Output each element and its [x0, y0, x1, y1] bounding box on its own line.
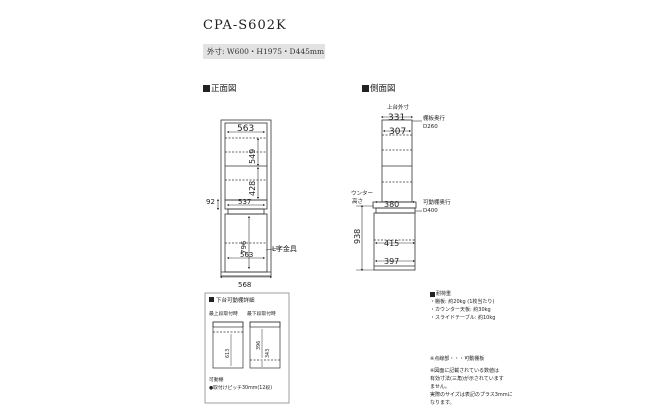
dim-side-938: 938	[353, 229, 362, 244]
movable-depth-value: D400	[423, 208, 438, 214]
movable-depth-label: 可動棚奥行	[423, 198, 451, 206]
dim-side-380: 380	[384, 200, 399, 209]
shelf-depth-label: 棚板奥行	[423, 114, 446, 122]
front-dimension-lines	[216, 130, 281, 279]
side-dimension-lines	[356, 115, 422, 272]
load-title: 耐荷重	[436, 291, 452, 297]
load-item-shelf: ・棚板: 約20kg (1枚当たり)	[430, 299, 495, 305]
shelf-depth-value: D260	[423, 124, 438, 130]
counter-label: ウンター	[351, 189, 373, 197]
dim-front-h428: 428	[248, 181, 257, 196]
dim-front-lower-width: 563	[240, 251, 253, 259]
detail-v343: 343	[265, 349, 271, 358]
outer-dimensions: 外寸: W600・H1975・D445mm	[203, 44, 325, 59]
detail-title: 下台可動棚詳細	[216, 296, 255, 304]
footnotes: ※点線部・・・可動棚板 ※図面に記載されている数値は 有効寸法(三角)が示されて…	[430, 355, 540, 407]
model-number: CPA-S602K	[203, 18, 287, 33]
dim-side-331: 331	[388, 113, 405, 123]
top-outer-label: 上台外寸	[387, 103, 410, 111]
slide-table	[227, 208, 265, 215]
footnote-line: 有効寸法(三角)が示されています	[430, 376, 504, 382]
detail-pitch-note: ●取付けピッチ30mm(12段)	[209, 384, 272, 391]
movable-shelf-detail-box: 下台可動棚詳細 最上段取付時 最下段取付時 613 396 343 可動棚 ●取…	[204, 292, 290, 404]
counter-height-label: 高さ	[352, 197, 363, 205]
footnote-line: 実際のサイズは表記のプラス3mmに	[430, 392, 513, 398]
footnote-line: なります。	[430, 400, 455, 406]
dim-side-415: 415	[384, 239, 399, 248]
side-lower-cabinet	[373, 212, 416, 271]
detail-col2-label: 最下段取付時	[247, 310, 276, 317]
load-item-slide-table: ・スライドテーブル: 約10kg	[430, 315, 496, 321]
load-item-counter: ・カウンター天板: 約30kg	[430, 307, 491, 313]
side-view-title: 側面図	[370, 84, 396, 94]
detail-col1-label: 最上段取付時	[209, 310, 238, 317]
dim-front-h92: 92	[206, 198, 215, 206]
dim-front-h549: 549	[248, 149, 257, 164]
load-bullet-icon	[430, 292, 435, 297]
footnote-line: ません。	[430, 384, 450, 390]
front-view-heading: 正面図	[203, 82, 237, 94]
square-bullet-icon	[362, 85, 369, 92]
side-view-cabinet	[372, 119, 417, 271]
dim-front-width-top: 563	[237, 124, 254, 134]
load-capacity: 耐荷重 ・棚板: 約20kg (1枚当たり) ・カウンター天板: 約30kg ・…	[430, 290, 495, 322]
dim-side-307: 307	[389, 127, 406, 137]
side-view-heading: 側面図	[362, 82, 396, 94]
side-dimension-labels: 上台外寸 331 307 棚板奥行 D260 ウンター 高さ 380 938 4…	[351, 103, 451, 266]
front-view-title: 正面図	[211, 84, 237, 94]
detail-movable-label: 可動棚	[209, 376, 224, 383]
dim-front-base-width: 568	[238, 281, 251, 289]
dim-front-counter-width: 537	[238, 198, 251, 206]
dim-front-h796: 796	[240, 240, 248, 254]
front-upper-cabinet	[224, 122, 268, 201]
dim-side-397: 397	[384, 257, 399, 266]
front-dimension-labels: 563 549 428 537 92 796 563 568 L字金具	[206, 124, 297, 289]
detail-v396: 396	[256, 341, 262, 350]
square-bullet-icon	[203, 85, 210, 92]
legend-dotted-shelf: ※点線部・・・可動棚板	[430, 356, 485, 362]
footnote-line: ※図面に記載されている数値は	[430, 368, 500, 374]
detail-v613: 613	[225, 349, 231, 358]
l-bracket-label: L字金具	[272, 244, 297, 253]
